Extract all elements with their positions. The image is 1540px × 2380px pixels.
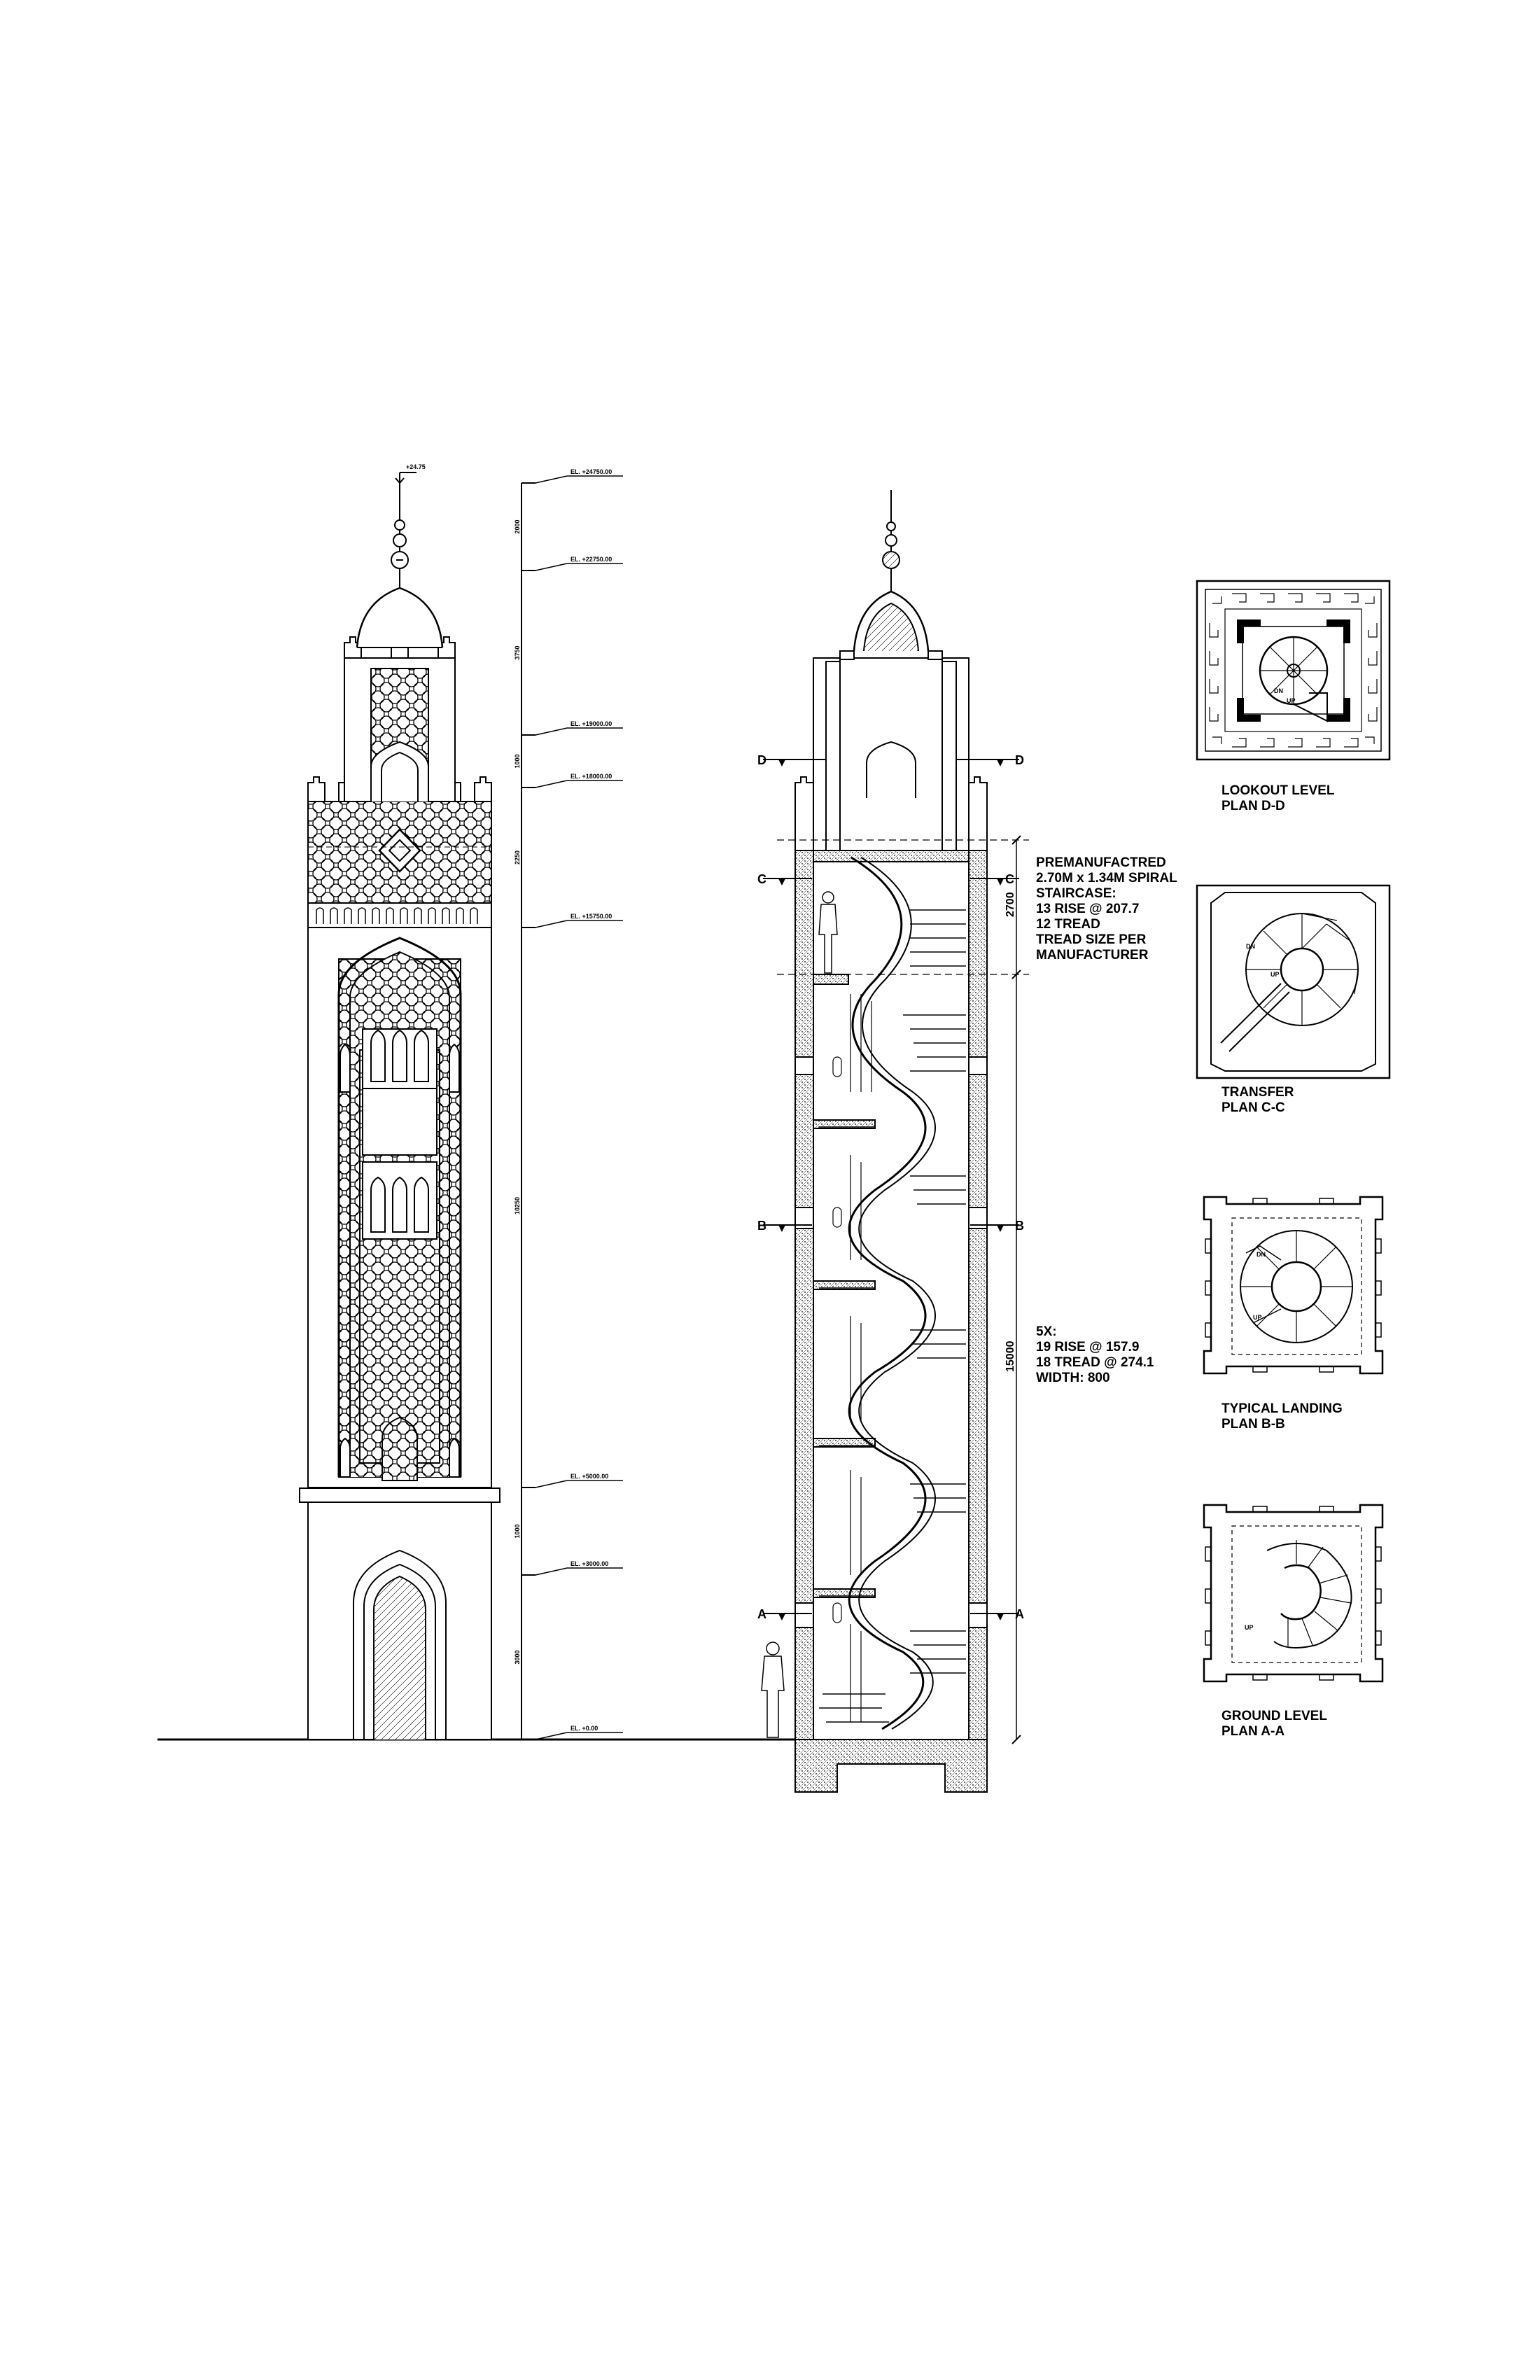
minaret-section bbox=[742, 490, 1029, 1793]
plan-transfer bbox=[1196, 884, 1391, 1079]
plan-ground-level bbox=[1203, 1504, 1384, 1683]
svg-text:UP: UP bbox=[1287, 697, 1296, 704]
shaft-arch-frame bbox=[337, 937, 462, 1477]
level-label: EL. +19000.00 bbox=[570, 720, 612, 727]
lower-arch-window bbox=[382, 1416, 418, 1481]
stair-note-line: PREMANUFACTRED bbox=[1036, 855, 1166, 870]
level-label: EL. +22750.00 bbox=[570, 556, 612, 563]
dim-landings: 15000 bbox=[1004, 1340, 1016, 1372]
level-dimension: 1000 bbox=[514, 754, 521, 768]
lower-window-group bbox=[362, 1161, 438, 1240]
plan-typical-landing bbox=[1203, 1196, 1384, 1375]
svg-text:TRANSFER: TRANSFER bbox=[1222, 1085, 1294, 1100]
level-dimension: 2000 bbox=[514, 519, 521, 533]
plan-lookout-title: LOOKOUT LEVEL PLAN D-D bbox=[1222, 783, 1335, 813]
stair-note-line: STAIRCASE: bbox=[1036, 886, 1116, 901]
level-dimension: 2250 bbox=[514, 850, 521, 864]
svg-text:C: C bbox=[757, 872, 766, 886]
svg-text:B: B bbox=[757, 1219, 766, 1233]
landing-note-line: 5X: bbox=[1036, 1324, 1057, 1339]
level-dimension: 1000 bbox=[514, 1524, 521, 1538]
svg-text:PLAN C-C: PLAN C-C bbox=[1222, 1100, 1285, 1115]
minaret-elevation bbox=[158, 472, 770, 1741]
plan-typical-landing-title: TYPICAL LANDING PLAN B-B bbox=[1222, 1401, 1343, 1432]
svg-text:TYPICAL LANDING: TYPICAL LANDING bbox=[1222, 1401, 1343, 1416]
svg-text:PLAN A-A: PLAN A-A bbox=[1222, 1724, 1284, 1739]
section-foundation bbox=[794, 1739, 988, 1793]
svg-text:C: C bbox=[1005, 872, 1014, 886]
base-arch-door bbox=[353, 1549, 447, 1740]
svg-text:GROUND LEVEL: GROUND LEVEL bbox=[1222, 1709, 1327, 1723]
top-level-label: +24.75 bbox=[406, 463, 426, 470]
svg-text:UP: UP bbox=[1270, 971, 1280, 978]
svg-text:PLAN D-D: PLAN D-D bbox=[1222, 799, 1285, 813]
svg-text:DN: DN bbox=[1274, 687, 1283, 694]
level-label: EL. +5000.00 bbox=[570, 1473, 608, 1480]
landing-note-line: 18 TREAD @ 274.1 bbox=[1036, 1355, 1154, 1370]
spiral-staircase bbox=[819, 856, 966, 1730]
level-leader bbox=[535, 1732, 568, 1740]
section-left-wall bbox=[794, 850, 814, 1740]
svg-text:B: B bbox=[1015, 1219, 1024, 1233]
level-label: EL. +15750.00 bbox=[570, 913, 612, 920]
dim-transfer: 2700 bbox=[1004, 892, 1016, 917]
dome bbox=[356, 587, 444, 648]
plan-transfer-title: TRANSFER PLAN C-C bbox=[1222, 1085, 1294, 1115]
level-leader bbox=[535, 780, 568, 788]
level-leader bbox=[535, 1480, 568, 1488]
finial bbox=[391, 483, 409, 588]
level-leader bbox=[535, 920, 568, 928]
side-windows bbox=[340, 1043, 460, 1478]
upper-window-group bbox=[362, 1028, 438, 1156]
svg-text:D: D bbox=[1015, 753, 1024, 767]
svg-text:UP: UP bbox=[1245, 1624, 1254, 1631]
level-dimension: 3750 bbox=[514, 645, 521, 659]
landing-note-line: WIDTH: 800 bbox=[1036, 1371, 1110, 1385]
level-label: EL. +3000.00 bbox=[570, 1560, 608, 1567]
level-label: EL. +24750.00 bbox=[570, 468, 612, 475]
level-label: EL. +18000.00 bbox=[570, 773, 612, 780]
svg-text:UP: UP bbox=[1253, 1314, 1262, 1321]
svg-text:DN: DN bbox=[1246, 943, 1255, 950]
stair-note-line: TREAD SIZE PER bbox=[1036, 932, 1147, 947]
level-leader bbox=[535, 563, 568, 571]
level-leader bbox=[535, 475, 568, 484]
svg-text:A: A bbox=[757, 1607, 766, 1621]
human-figure-ground bbox=[761, 1642, 785, 1738]
landing-note: 5X:19 RISE @ 157.918 TREAD @ 274.1WIDTH:… bbox=[1036, 1324, 1154, 1385]
level-label: EL. +0.00 bbox=[570, 1725, 598, 1732]
frieze-band bbox=[307, 902, 492, 928]
level-leader bbox=[535, 727, 568, 736]
svg-text:A: A bbox=[1015, 1607, 1024, 1621]
level-dimension: 3000 bbox=[514, 1650, 521, 1664]
plan-lookout bbox=[1196, 580, 1391, 761]
section-cut-labels: D D C C B B A A bbox=[757, 753, 1024, 1621]
stair-note-line: 2.70M x 1.34M SPIRAL bbox=[1036, 871, 1177, 886]
stair-note-line: 13 RISE @ 207.7 bbox=[1036, 902, 1139, 916]
section-cut-lines bbox=[763, 759, 1019, 1614]
stair-note-line: 12 TREAD bbox=[1036, 917, 1100, 932]
level-dimension: 10250 bbox=[514, 1197, 521, 1214]
top-level-marker bbox=[395, 472, 416, 484]
level-leader bbox=[535, 1567, 568, 1576]
stair-note-line: MANUFACTURER bbox=[1036, 948, 1149, 962]
landing-note-line: 19 RISE @ 157.9 bbox=[1036, 1340, 1139, 1354]
human-figure-upper bbox=[818, 891, 838, 974]
svg-text:D: D bbox=[757, 753, 766, 767]
svg-text:LOOKOUT LEVEL: LOOKOUT LEVEL bbox=[1222, 783, 1335, 798]
plan-ground-level-title: GROUND LEVEL PLAN A-A bbox=[1222, 1709, 1327, 1739]
svg-text:PLAN B-B: PLAN B-B bbox=[1222, 1417, 1285, 1432]
svg-text:DN: DN bbox=[1256, 1251, 1266, 1258]
